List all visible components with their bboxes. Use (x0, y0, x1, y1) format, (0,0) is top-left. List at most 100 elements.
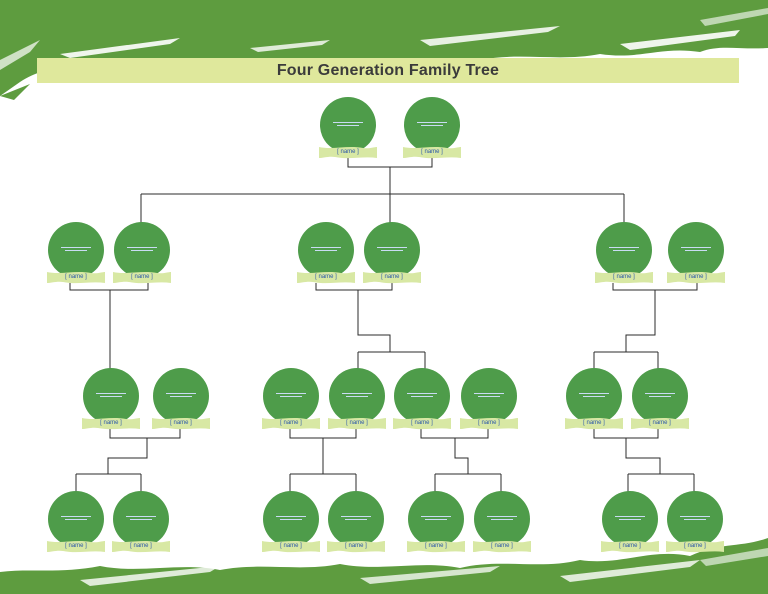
photo-placeholder[interactable] (48, 222, 104, 278)
person-card: [ name ] (112, 491, 170, 553)
photo-caption-lines (96, 393, 126, 399)
person-name-label[interactable]: [ name ] (280, 420, 302, 426)
photo-caption-lines (487, 516, 517, 522)
person-name-label[interactable]: [ name ] (345, 543, 367, 549)
person-card: [ name ] (601, 491, 659, 553)
name-banner: [ name ] (460, 417, 518, 430)
name-banner: [ name ] (393, 417, 451, 430)
photo-caption-lines (342, 393, 372, 399)
tree-connectors (69, 157, 698, 493)
photo-caption-lines (276, 393, 306, 399)
name-banner: [ name ] (113, 271, 171, 284)
person-name-label[interactable]: [ name ] (685, 274, 707, 280)
person-name-label[interactable]: [ name ] (649, 420, 671, 426)
name-banner: [ name ] (328, 417, 386, 430)
title-bar: Four Generation Family Tree (37, 58, 739, 83)
person-name-label[interactable]: [ name ] (491, 543, 513, 549)
photo-caption-lines (333, 122, 363, 128)
person-name-label[interactable]: [ name ] (684, 543, 706, 549)
photo-placeholder[interactable] (668, 222, 724, 278)
name-banner: [ name ] (565, 417, 623, 430)
photo-placeholder[interactable] (632, 368, 688, 424)
person-name-label[interactable]: [ name ] (130, 543, 152, 549)
person-name-label[interactable]: [ name ] (170, 420, 192, 426)
photo-placeholder[interactable] (461, 368, 517, 424)
photo-caption-lines (609, 247, 639, 253)
person-card: [ name ] (667, 222, 725, 284)
photo-caption-lines (615, 516, 645, 522)
photo-placeholder[interactable] (474, 491, 530, 547)
person-name-label[interactable]: [ name ] (411, 420, 433, 426)
name-banner: [ name ] (319, 146, 377, 159)
page-title: Four Generation Family Tree (276, 61, 500, 79)
person-card: [ name ] (47, 491, 105, 553)
name-banner: [ name ] (363, 271, 421, 284)
person-name-label[interactable]: [ name ] (131, 274, 153, 280)
person-name-label[interactable]: [ name ] (478, 420, 500, 426)
name-banner: [ name ] (82, 417, 140, 430)
person-name-label[interactable]: [ name ] (346, 420, 368, 426)
photo-caption-lines (407, 393, 437, 399)
person-name-label[interactable]: [ name ] (100, 420, 122, 426)
photo-placeholder[interactable] (113, 491, 169, 547)
name-banner: [ name ] (595, 271, 653, 284)
name-banner: [ name ] (403, 146, 461, 159)
photo-caption-lines (421, 516, 451, 522)
photo-caption-lines (311, 247, 341, 253)
name-banner: [ name ] (407, 540, 465, 553)
photo-placeholder[interactable] (263, 491, 319, 547)
person-name-label[interactable]: [ name ] (65, 274, 87, 280)
photo-placeholder[interactable] (263, 368, 319, 424)
person-name-label[interactable]: [ name ] (421, 149, 443, 155)
name-banner: [ name ] (47, 271, 105, 284)
photo-placeholder[interactable] (404, 97, 460, 153)
person-name-label[interactable]: [ name ] (315, 274, 337, 280)
photo-placeholder[interactable] (602, 491, 658, 547)
name-banner: [ name ] (473, 540, 531, 553)
person-card: [ name ] (565, 368, 623, 430)
photo-placeholder[interactable] (328, 491, 384, 547)
photo-placeholder[interactable] (320, 97, 376, 153)
name-banner: [ name ] (152, 417, 210, 430)
person-card: [ name ] (47, 222, 105, 284)
photo-placeholder[interactable] (364, 222, 420, 278)
photo-caption-lines (680, 516, 710, 522)
photo-placeholder[interactable] (408, 491, 464, 547)
person-name-label[interactable]: [ name ] (65, 543, 87, 549)
photo-caption-lines (166, 393, 196, 399)
person-card: [ name ] (152, 368, 210, 430)
person-name-label[interactable]: [ name ] (280, 543, 302, 549)
name-banner: [ name ] (666, 540, 724, 553)
photo-placeholder[interactable] (153, 368, 209, 424)
name-banner: [ name ] (327, 540, 385, 553)
person-card: [ name ] (666, 491, 724, 553)
person-name-label[interactable]: [ name ] (337, 149, 359, 155)
photo-placeholder[interactable] (114, 222, 170, 278)
person-card: [ name ] (403, 97, 461, 159)
name-banner: [ name ] (667, 271, 725, 284)
photo-placeholder[interactable] (48, 491, 104, 547)
photo-placeholder[interactable] (298, 222, 354, 278)
photo-placeholder[interactable] (329, 368, 385, 424)
photo-caption-lines (126, 516, 156, 522)
photo-placeholder[interactable] (83, 368, 139, 424)
person-name-label[interactable]: [ name ] (583, 420, 605, 426)
photo-placeholder[interactable] (596, 222, 652, 278)
person-name-label[interactable]: [ name ] (381, 274, 403, 280)
photo-placeholder[interactable] (566, 368, 622, 424)
photo-caption-lines (474, 393, 504, 399)
photo-caption-lines (681, 247, 711, 253)
photo-placeholder[interactable] (667, 491, 723, 547)
person-card: [ name ] (327, 491, 385, 553)
person-card: [ name ] (393, 368, 451, 430)
person-name-label[interactable]: [ name ] (619, 543, 641, 549)
photo-placeholder[interactable] (394, 368, 450, 424)
person-card: [ name ] (363, 222, 421, 284)
person-name-label[interactable]: [ name ] (425, 543, 447, 549)
name-banner: [ name ] (47, 540, 105, 553)
person-name-label[interactable]: [ name ] (613, 274, 635, 280)
person-card: [ name ] (262, 368, 320, 430)
name-banner: [ name ] (262, 417, 320, 430)
person-card: [ name ] (631, 368, 689, 430)
